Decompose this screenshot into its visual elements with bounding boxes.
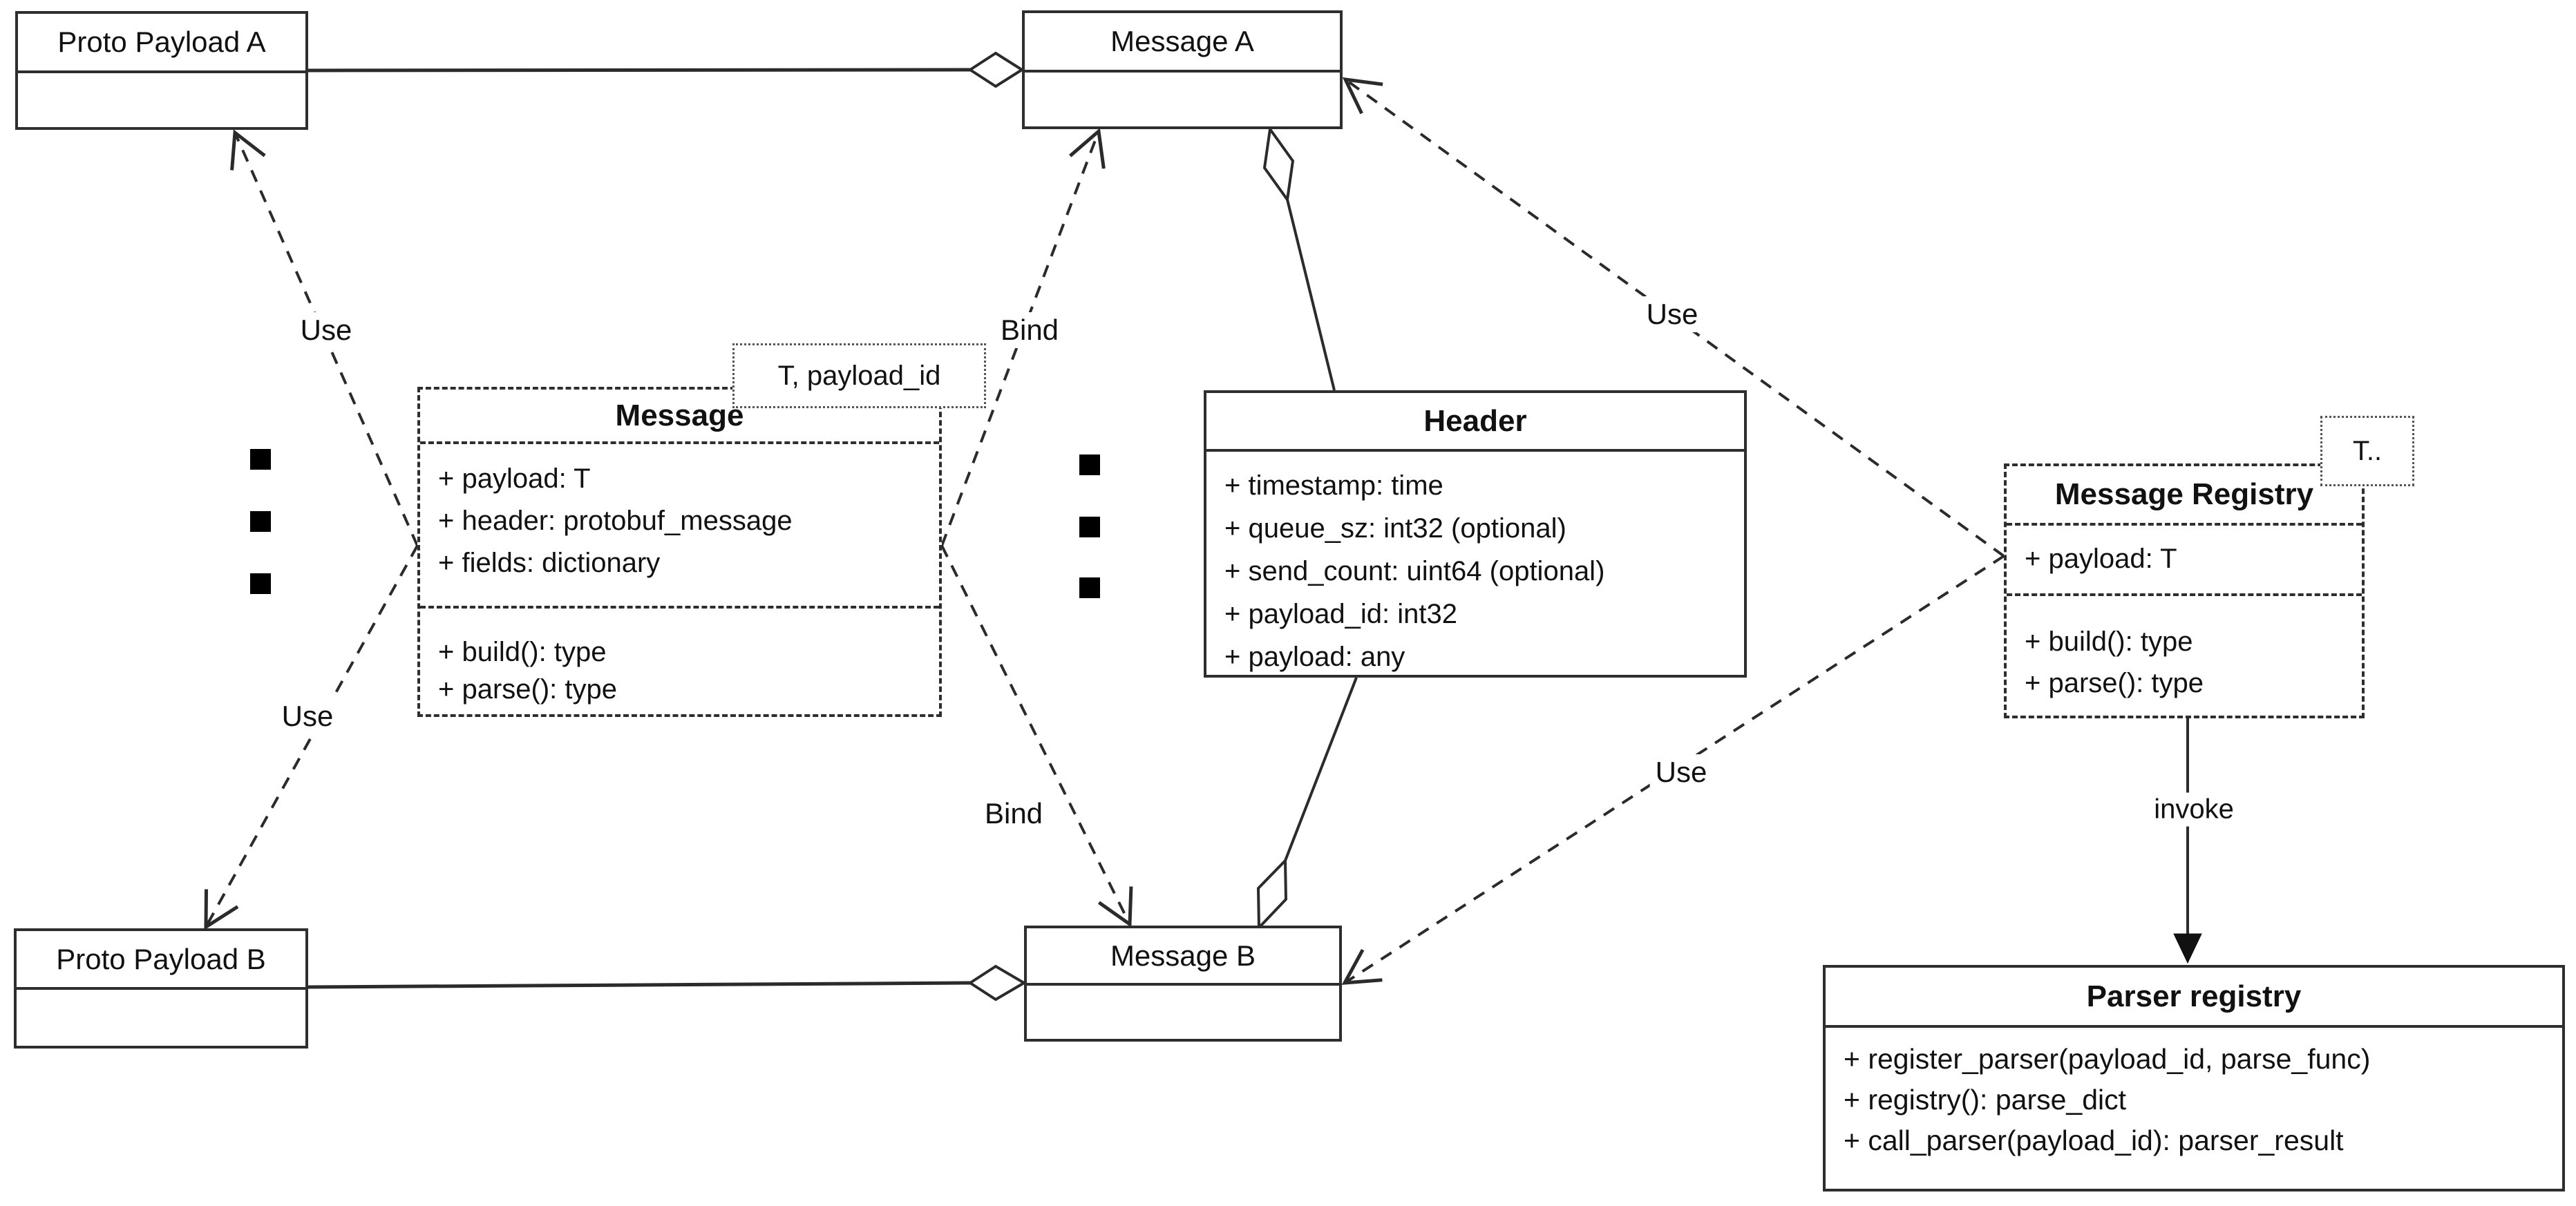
attributes-compartment: + timestamp: time + queue_sz: int32 (opt… — [1206, 449, 1744, 675]
ellipsis-square — [250, 573, 271, 594]
template-parameter-box-message-registry: T.. — [2320, 416, 2414, 486]
class-title: Message B — [1110, 939, 1256, 972]
template-parameters: T.. — [2352, 435, 2383, 466]
empty-compartment — [17, 987, 305, 1046]
class-box-proto-payload-b: Proto Payload B — [14, 928, 308, 1049]
empty-compartment — [18, 70, 305, 127]
class-box-message-registry: Message Registry + payload: T + build():… — [2004, 463, 2365, 718]
class-attribute: + timestamp: time — [1224, 470, 1443, 501]
attributes-compartment: + payload: T + header: protobuf_message … — [420, 441, 939, 606]
class-box-proto-payload-a: Proto Payload A — [15, 11, 308, 130]
ellipsis-square — [1079, 577, 1100, 598]
invoke-arrowhead — [2173, 933, 2202, 964]
methods-compartment: + register_parser(payload_id, parse_func… — [1826, 1025, 2562, 1189]
class-attribute: + send_count: uint64 (optional) — [1224, 556, 1605, 586]
class-title: Proto Payload A — [57, 26, 266, 58]
class-box-message: Message + payload: T + header: protobuf_… — [417, 387, 942, 717]
ellipsis-square — [250, 511, 271, 532]
class-method: + registry(): parse_dict — [1844, 1084, 2126, 1116]
methods-compartment: + build(): type + parse(): type — [2007, 593, 2362, 716]
class-box-header: Header + timestamp: time + queue_sz: int… — [1204, 390, 1747, 678]
use-dependency-message-ppb — [204, 545, 419, 930]
class-title: Proto Payload B — [56, 942, 266, 975]
methods-compartment: + build(): type + parse(): type — [420, 606, 939, 714]
label-use-top-left: Use — [294, 312, 358, 348]
class-method: + register_parser(payload_id, parse_func… — [1844, 1043, 2371, 1075]
empty-compartment — [1027, 983, 1339, 1039]
class-method: + parse(): type — [438, 674, 618, 705]
class-attribute: + payload: T — [2025, 544, 2177, 574]
class-attribute: + payload: any — [1224, 642, 1405, 672]
class-method: + parse(): type — [2025, 668, 2204, 698]
empty-compartment — [1025, 70, 1340, 126]
label-use-bottom-left: Use — [276, 698, 339, 734]
association-header-message-b — [1284, 677, 1358, 861]
aggregation-diamond-message-b — [967, 964, 1027, 1002]
class-box-parser-registry: Parser registry + register_parser(payloa… — [1823, 965, 2565, 1191]
ellipsis-square — [250, 449, 271, 470]
label-use-bottom-right: Use — [1649, 754, 1713, 790]
class-box-message-b: Message B — [1024, 926, 1342, 1042]
label-bind-bottom: Bind — [978, 796, 1049, 832]
class-method: + build(): type — [2025, 626, 2193, 657]
aggregation-diamond-message-b-header — [1256, 857, 1288, 931]
aggregation-diamond-message-a-header — [1262, 125, 1295, 204]
class-attribute: + payload: T — [438, 463, 591, 494]
class-title: Header — [1423, 403, 1527, 438]
attributes-compartment: + payload: T — [2007, 523, 2362, 593]
aggregation-diamond-message-a — [967, 51, 1025, 88]
class-attribute: + queue_sz: int32 (optional) — [1224, 513, 1566, 544]
association-ppb-message-b — [307, 981, 971, 989]
label-invoke: invoke — [2148, 792, 2239, 827]
ellipsis-square — [1079, 517, 1100, 537]
class-attribute: + fields: dictionary — [438, 548, 661, 578]
class-title: Message Registry — [2054, 477, 2314, 511]
template-parameter-box-message: T, payload_id — [732, 343, 986, 408]
class-title: Message — [615, 398, 744, 432]
label-use-top-right: Use — [1640, 296, 1704, 332]
bind-dependency-message-message-b — [940, 545, 1133, 928]
template-parameters: T, payload_id — [777, 360, 941, 391]
class-box-message-a: Message A — [1022, 10, 1343, 129]
class-method: + call_parser(payload_id): parser_result — [1844, 1124, 2344, 1156]
association-message-a-header — [1286, 199, 1336, 391]
label-bind-top: Bind — [994, 312, 1065, 348]
class-method: + build(): type — [438, 637, 607, 667]
ellipsis-square — [1079, 454, 1100, 475]
class-title: Parser registry — [2086, 979, 2302, 1013]
class-attribute: + payload_id: int32 — [1224, 599, 1457, 629]
class-attribute: + header: protobuf_message — [438, 506, 793, 536]
class-title: Message A — [1110, 25, 1254, 57]
